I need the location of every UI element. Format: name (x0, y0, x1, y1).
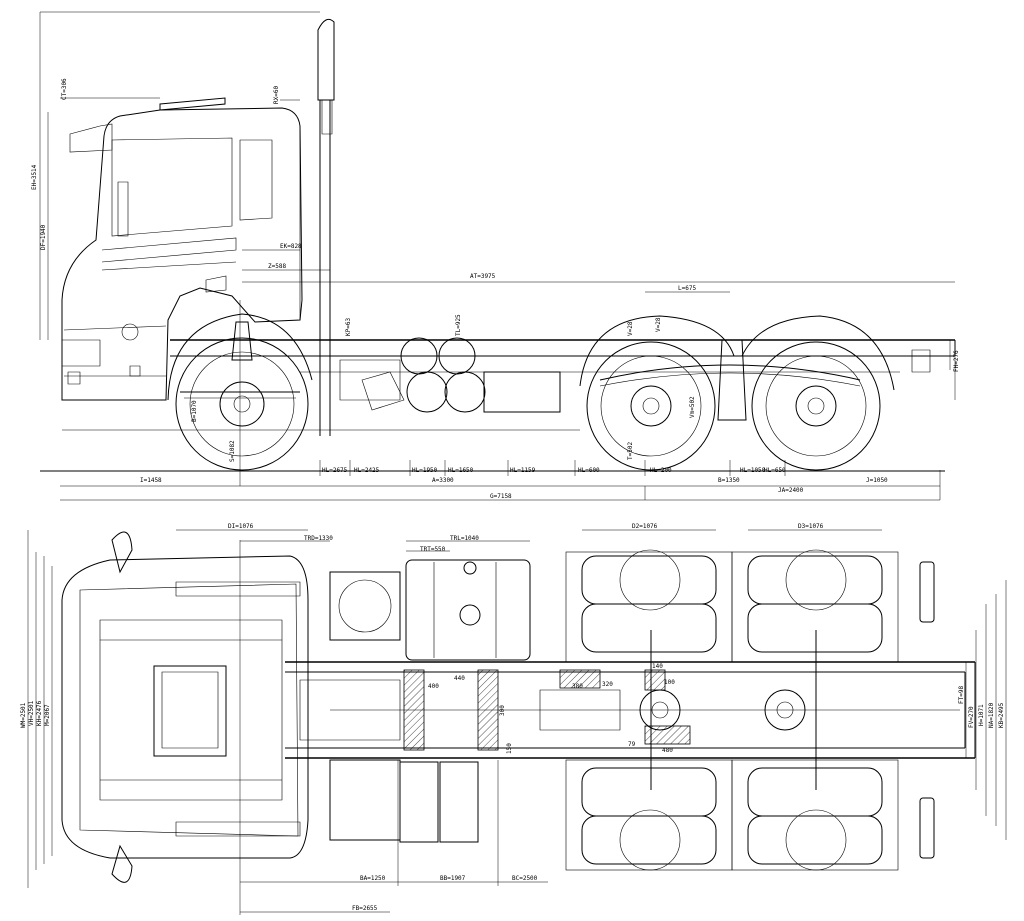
dim-380: 380 (572, 683, 583, 690)
dim-j: J=1050 (866, 477, 888, 484)
dim-hl-650: HL=650 (764, 467, 786, 474)
dim-fh: FH=276 (953, 350, 960, 372)
dim-i: I=1458 (140, 477, 162, 484)
dim-hl-1950: HL=1950 (412, 467, 438, 474)
dim-d2: D2=1076 (632, 523, 658, 530)
dim-hl-2425: HL=2425 (354, 467, 380, 474)
dim-eh: EH=3514 (31, 164, 38, 190)
dim-rx: RX=60 (273, 86, 280, 104)
dim-hl-1159: HL=1159 (510, 467, 536, 474)
dim-440: 440 (454, 675, 465, 682)
dim-at: AT=3975 (470, 273, 496, 280)
dim-100: 100 (664, 679, 675, 686)
dim-hl-1650: HL=1650 (448, 467, 474, 474)
dim-300: 300 (499, 705, 506, 716)
top-view: DI=1076 TRD=1330 TRL=1040 TRT=550 D2=107… (20, 523, 1007, 915)
dim-ft: FT=98 (958, 686, 965, 704)
dim-ba: BA=1250 (360, 875, 386, 882)
side-view: CT=306 RX=60 EH=3514 DF=1940 EK=828 Z=58… (31, 11, 960, 501)
exhaust-stack (317, 18, 335, 436)
dim-bc: BC=2500 (512, 875, 538, 882)
rear-tyres-top (565, 549, 935, 871)
dim-di: DI=1076 (228, 523, 254, 530)
tanks-top (329, 559, 531, 843)
dim-vm: Vm=502 (689, 396, 696, 418)
dim-trl: TRL=1040 (450, 535, 479, 542)
dim-vh: VH=2501 (28, 700, 35, 726)
rear-wheels-side (579, 315, 931, 471)
dim-fv: FV=270 (968, 706, 975, 728)
dim-140: 140 (652, 663, 663, 670)
dim-79: 79 (628, 741, 636, 748)
dim-g: G=7158 (490, 493, 512, 500)
dim-m: M=2067 (44, 704, 51, 726)
dim-hl-200: HL=200 (650, 467, 672, 474)
dim-trd: TRD=1330 (304, 535, 333, 542)
side-dimensions (39, 11, 956, 501)
dim-kh: KH=2476 (36, 700, 43, 726)
dim-kb: KB=2495 (998, 702, 1005, 728)
dim-320: 320 (602, 681, 613, 688)
dim-z: Z=588 (268, 263, 286, 270)
dim-b2: B=1350 (718, 477, 740, 484)
cab-top (61, 531, 309, 883)
dim-df: DF=1940 (40, 224, 47, 250)
dim-v2: V=28 (655, 317, 662, 332)
dim-trt: TRT=550 (420, 546, 446, 553)
dim-a: A=3300 (432, 477, 454, 484)
dim-na: NA=1820 (988, 702, 995, 728)
dim-480: 480 (662, 747, 673, 754)
dim-h: H=1071 (978, 704, 985, 726)
dim-hl-2675: HL=2675 (322, 467, 348, 474)
dim-hl-1050: HL=1050 (740, 467, 766, 474)
dim-ja: JA=2400 (778, 487, 804, 494)
dim-t: T=502 (627, 442, 634, 460)
dim-hl-600: HL=600 (578, 467, 600, 474)
dim-s: S=1082 (229, 440, 236, 462)
dim-400: 400 (428, 683, 439, 690)
dim-ek: EK=828 (280, 243, 302, 250)
dim-d3: D3=1076 (798, 523, 824, 530)
dim-bb: BB=1907 (440, 875, 466, 882)
dim-l: L=675 (678, 285, 696, 292)
dim-kp: KP=63 (345, 318, 352, 336)
dim-v: V=28 (627, 321, 634, 336)
cab-side (61, 97, 303, 401)
dim-tl: TL=925 (455, 314, 462, 336)
dim-ct: CT=306 (61, 78, 68, 100)
top-dimensions (27, 529, 1007, 915)
dim-b: B=1070 (191, 400, 198, 422)
dim-fb: FB=2655 (352, 905, 378, 912)
front-wheel-side (167, 313, 313, 471)
air-tanks-side (339, 337, 561, 413)
dim-150: 150 (506, 743, 513, 754)
dim-wm: WM=2501 (20, 702, 27, 728)
